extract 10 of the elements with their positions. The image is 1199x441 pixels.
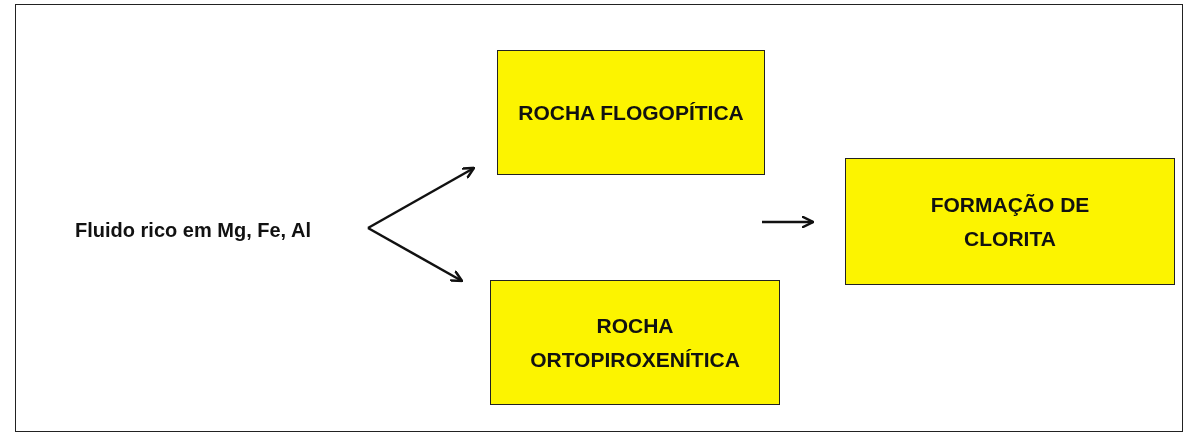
- box-label: ROCHA FLOGOPÍTICA: [518, 99, 744, 126]
- box-label: ROCHA ORTOPIROXENÍTICA: [529, 312, 741, 373]
- box-label: FORMAÇÃO DE CLORITA: [929, 191, 1091, 252]
- source-label: Fluido rico em Mg, Fe, Al: [75, 218, 311, 243]
- arrow: [367, 166, 476, 230]
- process-box: [497, 50, 765, 175]
- arrow: [367, 226, 464, 283]
- arrow: [762, 215, 815, 229]
- process-box: [845, 158, 1175, 285]
- process-box: [490, 280, 780, 405]
